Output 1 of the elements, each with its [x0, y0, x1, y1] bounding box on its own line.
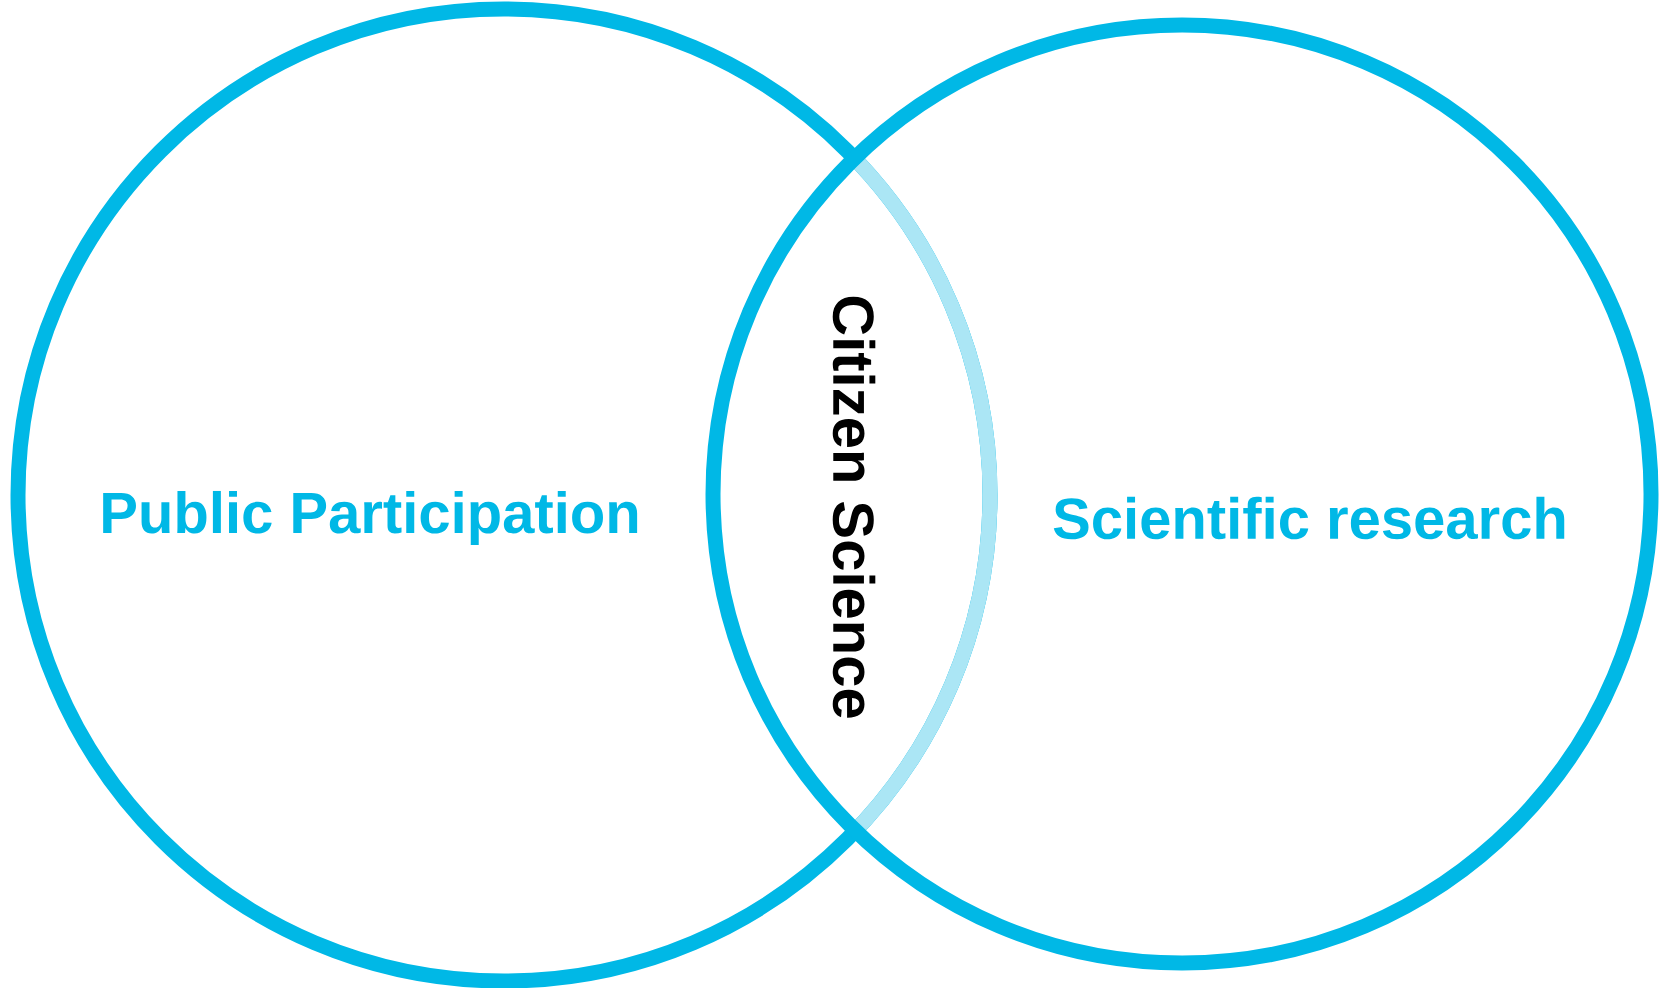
overlap-label: Citizen Science [832, 296, 876, 718]
